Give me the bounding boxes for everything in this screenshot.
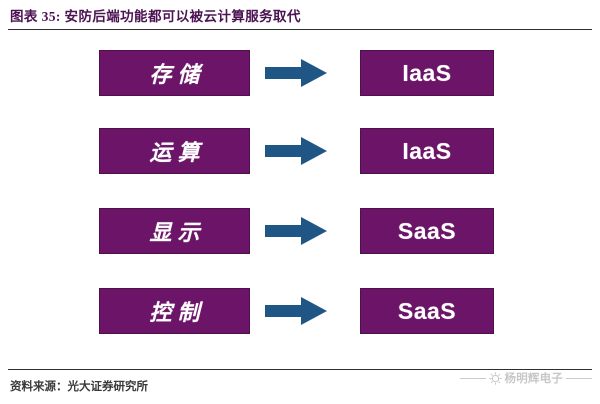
watermark: 杨明辉电子 — [459, 367, 592, 389]
footer-divider — [8, 369, 592, 370]
flow-target-box: SaaS — [360, 288, 494, 334]
source-label: 资料来源：光大证券研究所 — [10, 381, 148, 393]
figure-title: 图表 35: 安防后端功能都可以被云计算服务取代 — [10, 9, 301, 24]
right-arrow-icon — [265, 59, 327, 87]
figure-footer: 资料来源：光大证券研究所 — [0, 366, 600, 404]
flow-row: 存储 IaaS — [0, 50, 600, 96]
flow-source-box: 存储 — [99, 50, 250, 96]
right-arrow-icon — [265, 137, 327, 165]
sun-logo-icon — [488, 371, 502, 385]
watermark-dash-right — [566, 377, 592, 379]
flow-row: 控制 SaaS — [0, 288, 600, 334]
flow-target-box: IaaS — [360, 50, 494, 96]
title-divider — [8, 29, 592, 30]
flow-source-box: 控制 — [99, 288, 250, 334]
flow-row: 显示 SaaS — [0, 208, 600, 254]
flow-source-box: 运算 — [99, 128, 250, 174]
flow-target-box: SaaS — [360, 208, 494, 254]
watermark-label: 杨明辉电子 — [504, 373, 563, 385]
flow-target-box: IaaS — [360, 128, 494, 174]
right-arrow-icon — [265, 297, 327, 325]
right-arrow-icon — [265, 217, 327, 245]
flow-row: 运算 IaaS — [0, 128, 600, 174]
figure-title-bar: 图表 35: 安防后端功能都可以被云计算服务取代 — [0, 0, 600, 31]
flow-diagram: 存储 IaaS 运算 IaaS 显示 — [0, 31, 600, 366]
watermark-dash-left — [459, 377, 486, 379]
flow-source-box: 显示 — [99, 208, 250, 254]
